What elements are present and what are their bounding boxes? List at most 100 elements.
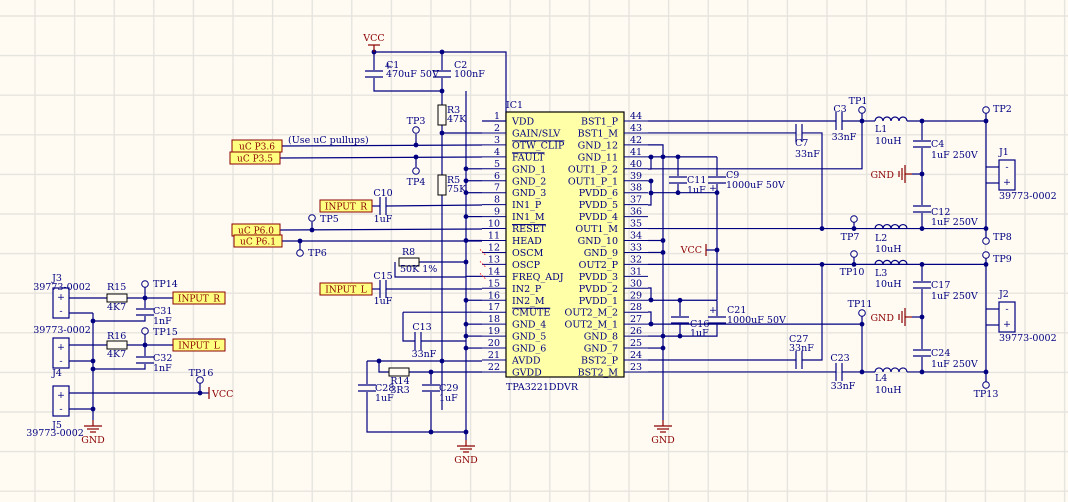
r3-value: 47K (447, 114, 467, 125)
c31-ref: C31 (153, 306, 172, 317)
test-point-tp1 (858, 106, 866, 114)
no-connect-marker (479, 261, 487, 268)
ic-pin-name: FREQ_ADJ (512, 272, 564, 283)
gnd-label-right: GND (651, 435, 675, 446)
ic-pin-number: 22 (488, 362, 500, 373)
test-point-tp6 (296, 249, 304, 257)
c17-ref: C17 (931, 280, 950, 291)
junction-dot (919, 226, 925, 231)
ic-pin-name: PVDD_2 (579, 284, 618, 295)
wire (648, 144, 664, 420)
vcc-label-right: VCC (680, 245, 702, 256)
c28-value: 1uF (375, 393, 394, 404)
ic-pin-number: 40 (630, 159, 642, 170)
connector-body (998, 301, 1016, 333)
tp6-label: TP6 (308, 248, 327, 259)
net-label-input-r-text: INPUT_R (325, 203, 367, 213)
junction-dot (819, 226, 825, 231)
junction-dot (463, 214, 469, 220)
components (52, 44, 1016, 453)
r16-value: 4K7 (107, 349, 126, 360)
ic-pin-name: PVDD_4 (579, 212, 618, 223)
wire (663, 324, 718, 337)
ic-pin-number: 32 (630, 254, 642, 265)
junction-dot (90, 406, 96, 412)
c2-ref: C2 (454, 60, 467, 71)
ic-pin-number: 16 (488, 290, 500, 301)
c16-ref: C16 (690, 319, 709, 330)
j5-value: 39773-0002 (26, 428, 84, 439)
tp11-label: TP11 (848, 299, 873, 310)
wire (93, 316, 146, 322)
c32-ref: C32 (153, 353, 172, 364)
ic-pin-name: VDD (511, 117, 534, 128)
tp16-label: TP16 (189, 368, 214, 379)
test-point-tp15 (141, 327, 149, 335)
ic-pin-number: 3 (494, 135, 500, 146)
ic-pin-number: 30 (630, 278, 642, 289)
c10-ref: C10 (373, 188, 392, 199)
c7-ref: C7 (795, 138, 808, 149)
resistor-body (106, 293, 128, 303)
ic-pin-name: BST2_P (581, 356, 619, 367)
test-point-tp4 (412, 167, 420, 175)
test-point-tp7 (850, 215, 858, 223)
wires (69, 49, 999, 440)
ic-pin-name: OUT1_P_2 (568, 164, 618, 175)
r8-value: 50K 1% (400, 264, 437, 275)
net-label-uc-p6-1-text: uC P6.1 (240, 238, 276, 248)
ic-pin-number: 2 (494, 123, 500, 134)
c7-value: 33nF (795, 149, 820, 160)
ic-ref: IC1 (506, 100, 523, 111)
gnd-label-left: GND (81, 435, 105, 446)
j4-value: 39773-0002 (33, 325, 91, 336)
junction-dot (90, 318, 96, 324)
r16-ref: R16 (107, 331, 126, 342)
ic-pin-name: GND_1 (512, 164, 546, 175)
c23-value: 33nF (831, 381, 856, 392)
tp10-label: TP10 (840, 267, 865, 278)
gnd-label: GND (870, 170, 894, 181)
tp7-label: TP7 (841, 232, 860, 243)
vcc-label-left: VCC (211, 389, 233, 400)
r5-value: 75K (447, 184, 467, 195)
c11-ref: C11 (687, 175, 706, 186)
ic-pin-number: 23 (630, 362, 642, 373)
ic-pin-number: 29 (630, 290, 642, 301)
c12-value: 1uF 250V (931, 217, 978, 228)
ic-pin-name: OSCM (512, 248, 544, 259)
junction-dot (919, 369, 925, 375)
ic-pin-number: 31 (630, 266, 642, 277)
net-label-uc-p6-0-text: uC P6.0 (238, 227, 274, 237)
inductor-coil (874, 223, 908, 229)
c24-ref: C24 (931, 348, 950, 359)
j1-value: 39773-0002 (999, 191, 1057, 202)
polarity-plus: + (709, 183, 717, 194)
test-point-tp11 (858, 309, 866, 317)
ic-pin-number: 5 (494, 159, 500, 170)
ic-pin-name: GND_12 (578, 140, 618, 151)
ic-pin-number: 24 (630, 350, 642, 361)
l3-value: 10uH (875, 279, 902, 290)
r3-ref: R3 (447, 105, 460, 116)
ic-pin-name: OUT2_M_1 (565, 320, 618, 331)
polarity-plus: + (384, 61, 392, 72)
resistor-body (388, 367, 410, 377)
ic-pin-name: IN1_M (512, 212, 545, 223)
connector-body (52, 385, 70, 417)
ic-pin-number: 6 (494, 171, 500, 182)
note-use-uc-pullups: (Use uC pullups) (288, 135, 369, 146)
c9-value: 1000uF 50V (726, 180, 785, 191)
ic-pin-name: CMUTE (512, 308, 550, 319)
resistor-body (437, 174, 447, 196)
j2-value: 39773-0002 (999, 333, 1057, 344)
wire (802, 264, 823, 361)
connector-pin-sign: - (59, 404, 62, 415)
net-label-uc-p3-5 (229, 151, 281, 165)
ic-pin-number: 17 (488, 302, 500, 313)
ic-pin-number: 1 (494, 111, 500, 122)
ic-pin-number: 42 (630, 135, 642, 146)
ic-pin-name: GND_9 (584, 248, 618, 259)
ic-pin-name: IN2_P (512, 284, 542, 295)
c27-value: 33nF (789, 343, 814, 354)
